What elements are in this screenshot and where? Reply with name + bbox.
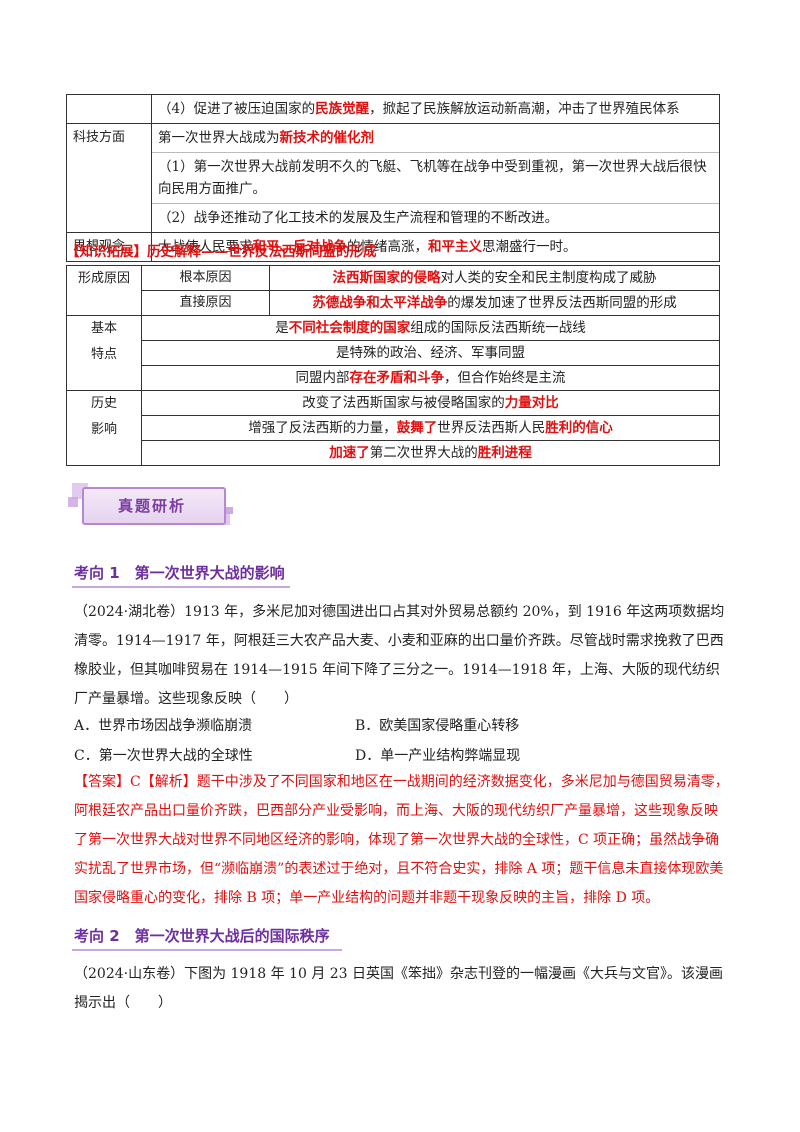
section-banner: 真题研析 — [68, 483, 233, 525]
feature-row-0: 是不同社会制度的国家组成的国际反法西斯统一战线 — [141, 315, 720, 341]
war-impact-table: （4）促进了被压迫国家的民族觉醒，掀起了民族解放运动新高潮，冲击了世界殖民体系 … — [66, 94, 720, 262]
text-segment: 同盟内部 — [295, 370, 350, 386]
feature-row-2: 同盟内部存在矛盾和斗争，但合作始终是主流 — [141, 365, 720, 391]
banner-title: 真题研析 — [117, 497, 186, 515]
heading-underline — [72, 949, 342, 951]
emphasis-text: 存在矛盾和斗争 — [349, 370, 445, 386]
idea-label: 思想观念 — [66, 232, 152, 262]
emphasis-text: 不同社会制度的国家 — [288, 320, 411, 336]
text-segment: 增强了反法西斯的力量， — [248, 420, 397, 436]
heading-underline — [72, 586, 290, 588]
emphasis-text: 法西斯国家的侵略 — [332, 270, 441, 286]
text-segment: 思潮盛行一时。 — [482, 239, 577, 255]
emphasis-text: 胜利的信心 — [545, 420, 613, 436]
option-b[interactable]: B．欧美国家侵略重心转移 — [355, 718, 520, 734]
option-d[interactable]: D．单一产业结构弊端显现 — [355, 748, 521, 764]
text-segment: 第二次世界大战的 — [369, 445, 478, 461]
feature-label-2: 特点 — [90, 347, 117, 362]
root-text: 法西斯国家的侵略对人类的安全和民主制度构成了威胁 — [269, 265, 720, 291]
emphasis-text: 鼓舞了 — [396, 420, 438, 436]
root-label: 根本原因 — [141, 265, 270, 291]
blank-label-cell — [66, 94, 152, 124]
option-a[interactable]: A．世界市场因战争濒临崩溃 — [74, 718, 253, 734]
national-awakening-cell: （4）促进了被压迫国家的民族觉醒，掀起了民族解放运动新高潮，冲击了世界殖民体系 — [151, 94, 720, 124]
text-segment: 大战使人民要求 — [158, 239, 253, 255]
section2-heading: 考向 2 第一次世界大战后的国际秩序 — [74, 927, 330, 945]
sci-line-1: （1）第一次世界大战前发明不久的飞艇、飞机等在战争中受到重视，第一次世界大战后很… — [152, 152, 719, 203]
text-segment: ，掀起了民族解放运动新高潮，冲击了世界殖民体系 — [369, 101, 680, 117]
banner-decor — [226, 507, 233, 514]
banner-box — [82, 487, 226, 525]
idea-content: 大战使人民要求和平、反对战争的情绪高涨，和平主义思潮盛行一时。 — [151, 232, 720, 262]
emphasis-text: 力量对比 — [504, 395, 559, 411]
emphasis-text: 和平、反对战争 — [252, 239, 348, 255]
formation-label: 形成原因 — [66, 265, 142, 316]
text-segment: 改变了法西斯国家与被侵略国家的 — [302, 395, 505, 411]
feature-label-1: 基本 — [90, 321, 117, 336]
alliance-table: 形成原因 根本原因 法西斯国家的侵略对人类的安全和民主制度构成了威胁 直接原因 … — [66, 265, 720, 466]
text-segment: 是 — [275, 320, 289, 336]
answer1-text: 【答案】C【解析】题干中涉及了不同国家和地区在一战期间的经济数据变化，多米尼加与… — [74, 774, 729, 906]
option-c[interactable]: C．第一次世界大战的全球性 — [74, 748, 253, 764]
impact-label-1: 历史 — [90, 396, 117, 411]
direct-text: 苏德战争和太平洋战争的爆发加速了世界反法西斯同盟的形成 — [269, 290, 720, 316]
sci-label: 科技方面 — [66, 123, 152, 233]
impact-row-0: 改变了法西斯国家与被侵略国家的力量对比 — [141, 390, 720, 416]
text-segment: 的爆发加速了世界反法西斯同盟的形成 — [447, 295, 677, 311]
text-segment: 是特殊的政治、经济、军事同盟 — [336, 345, 525, 361]
impact-row-1: 增强了反法西斯的力量，鼓舞了世界反法西斯人民胜利的信心 — [141, 415, 720, 441]
emphasis-text: 苏德战争和太平洋战争 — [312, 295, 448, 311]
text-segment: （4）促进了被压迫国家的 — [158, 101, 316, 117]
emphasis-text: 胜利进程 — [477, 445, 532, 461]
text-segment: 对人类的安全和民主制度构成了威胁 — [440, 270, 657, 286]
section1-heading: 考向 1 第一次世界大战的影响 — [74, 564, 285, 582]
emphasis-text: 民族觉醒 — [315, 101, 370, 117]
feature-label: 基本 特点 — [66, 315, 142, 391]
feature-row-1: 是特殊的政治、经济、军事同盟 — [141, 340, 720, 366]
text-segment: ，但合作始终是主流 — [444, 370, 566, 386]
question1-text: （2024·湖北卷）1913 年，多米尼加对德国进出口占其对外贸易总额约 20%… — [74, 604, 725, 707]
text-segment: 世界反法西斯人民 — [437, 420, 546, 436]
text-segment: 的情绪高涨， — [347, 239, 428, 255]
impact-label: 历史 影响 — [66, 390, 142, 466]
rich-text: （4）促进了被压迫国家的民族觉醒，掀起了民族解放运动新高潮，冲击了世界殖民体系 — [158, 101, 680, 117]
banner-decor — [68, 497, 78, 507]
direct-label: 直接原因 — [141, 290, 270, 316]
text-segment: （1）第一次世界大战前发明不久的飞艇、飞机等在战争中受到重视，第一次世界大战后很… — [158, 159, 707, 197]
text-segment: 组成的国际反法西斯统一战线 — [410, 320, 586, 336]
emphasis-text: 加速了 — [329, 445, 370, 461]
emphasis-text: 新技术的催化剂 — [279, 130, 375, 146]
emphasis-text: 和平主义 — [428, 239, 482, 255]
impact-row-2: 加速了第二次世界大战的胜利进程 — [141, 440, 720, 466]
impact-label-2: 影响 — [90, 422, 117, 437]
text-segment: 第一次世界大战成为 — [158, 130, 280, 146]
sci-content: 第一次世界大战成为新技术的催化剂 （1）第一次世界大战前发明不久的飞艇、飞机等在… — [151, 123, 720, 233]
extension-title: 【知识拓展】历史解释——世界反法西斯同盟的形成 — [66, 244, 377, 260]
sci-line-0: 第一次世界大战成为新技术的催化剂 — [158, 124, 713, 152]
sci-line-2: （2）战争还推动了化工技术的发展及生产流程和管理的不断改进。 — [152, 203, 719, 232]
question2-text: （2024·山东卷）下图为 1918 年 10 月 23 日英国《笨拙》杂志刊登… — [74, 966, 724, 1011]
text-segment: （2）战争还推动了化工技术的发展及生产流程和管理的不断改进。 — [158, 210, 559, 226]
